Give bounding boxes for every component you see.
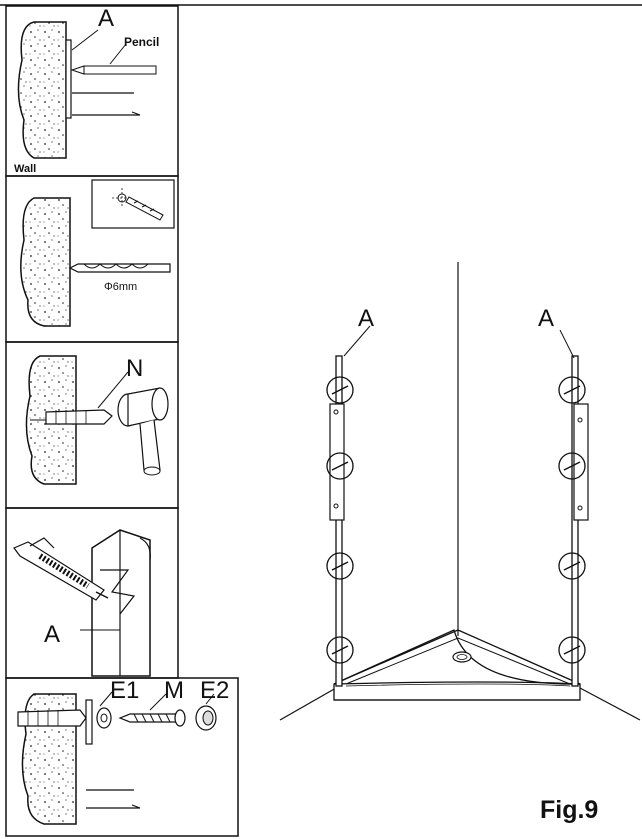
profile-a — [91, 529, 151, 677]
screw-m-icon — [118, 709, 186, 727]
label-drill-size: Φ6mm — [104, 281, 137, 293]
label-a-left: A — [358, 305, 374, 332]
pencil-icon — [70, 65, 157, 75]
figure-label: Fig.9 — [540, 796, 598, 824]
label-pencil: Pencil — [124, 35, 159, 49]
profile-a — [65, 39, 72, 119]
wall-section — [17, 21, 67, 159]
profile-a-right — [558, 355, 589, 687]
label-m: M — [164, 677, 184, 704]
sealant-gun-icon — [13, 537, 109, 601]
label-a: A — [44, 621, 60, 648]
hammer-icon — [117, 387, 169, 476]
screw-point-icon — [558, 636, 586, 664]
drain-icon — [452, 651, 472, 663]
level-line — [72, 92, 141, 116]
level-line — [86, 789, 141, 809]
screw-point-icon — [326, 376, 354, 404]
label-a-right: A — [538, 305, 554, 332]
label-n: N — [126, 355, 143, 382]
cap-e2-icon — [195, 705, 217, 731]
profile-a — [85, 699, 93, 745]
profile-a-left — [326, 355, 354, 687]
panel-2-drilling: Φ6mm — [5, 175, 179, 343]
drill-bit-detail-icon — [112, 188, 164, 221]
panel-3-dowel: N — [5, 341, 179, 509]
label-e2: E2 — [200, 677, 229, 704]
label-wall: Wall — [14, 163, 36, 175]
screw-point-icon — [326, 452, 354, 480]
screw-point-icon — [558, 376, 586, 404]
screw-point-icon — [326, 636, 354, 664]
drill-bit-icon — [68, 263, 171, 273]
screw-point-icon — [326, 552, 354, 580]
panel-5-frame — [5, 677, 239, 837]
shower-tray — [333, 629, 581, 701]
wall-section — [20, 197, 71, 327]
washer-e1-icon — [96, 707, 112, 729]
panel-1-marking: A Pencil Wall — [5, 5, 179, 177]
panel-4-sealant: A — [5, 507, 179, 679]
screw-point-icon — [558, 452, 586, 480]
screw-point-icon — [558, 552, 586, 580]
label-e1: E1 — [110, 677, 139, 704]
wall-plug-icon — [17, 709, 87, 727]
panel-5-screwing: E1 M E2 — [5, 677, 239, 837]
wall-plug-icon — [45, 409, 113, 425]
shower-enclosure-diagram: A A — [279, 262, 641, 721]
label-a: A — [98, 5, 114, 32]
